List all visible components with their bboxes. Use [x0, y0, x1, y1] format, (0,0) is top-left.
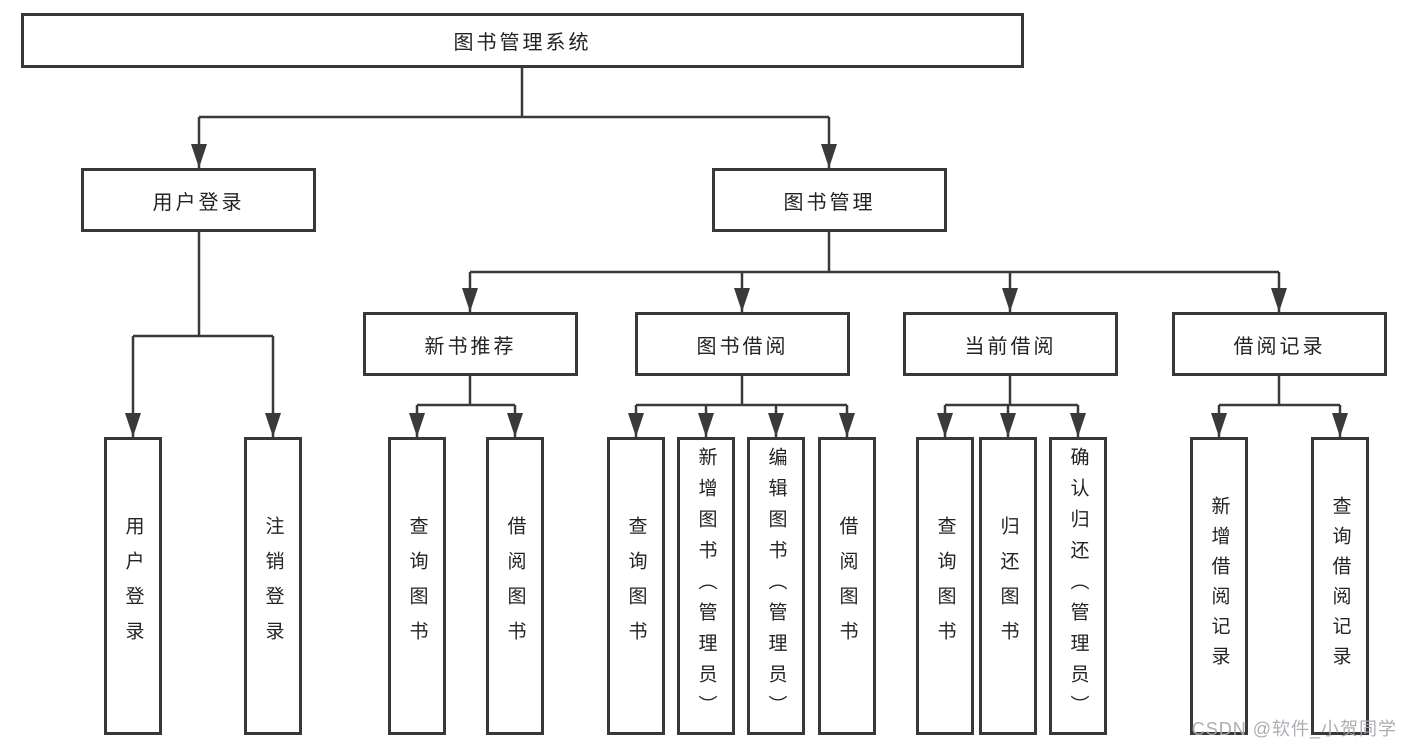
- leaf-logout-label: 注销登录: [262, 516, 284, 656]
- leaf-rec-borrow-book: 借阅图书: [486, 437, 544, 735]
- arrowhead-down-icon: [821, 144, 837, 168]
- node-library-system-label: 图书管理系统: [453, 32, 592, 54]
- leaf-bb-query-book-label: 查询图书: [625, 516, 647, 656]
- node-borrow-records-label: 借阅记录: [1233, 335, 1326, 358]
- arrowhead-down-icon: [1070, 413, 1086, 437]
- leaf-cb-return-book-label: 归还图书: [997, 516, 1019, 656]
- leaf-bb-edit-book-admin: 编辑图书（管理员）: [747, 437, 805, 735]
- leaf-br-add-record-label: 新增借阅记录: [1208, 496, 1230, 676]
- leaf-rec-query-book-label: 查询图书: [406, 516, 428, 656]
- node-borrow-records: 借阅记录: [1172, 312, 1387, 376]
- node-book-borrow: 图书借阅: [635, 312, 850, 376]
- leaf-cb-confirm-return-label: 确认归还（管理员）: [1067, 446, 1089, 726]
- arrowhead-down-icon: [462, 288, 478, 312]
- leaf-cb-confirm-return: 确认归还（管理员）: [1049, 437, 1107, 735]
- arrowhead-down-icon: [698, 413, 714, 437]
- leaf-bb-borrow-book-label: 借阅图书: [836, 516, 858, 656]
- node-book-management: 图书管理: [712, 168, 947, 232]
- leaf-bb-borrow-book: 借阅图书: [818, 437, 876, 735]
- arrowhead-down-icon: [1332, 413, 1348, 437]
- arrowhead-down-icon: [409, 413, 425, 437]
- node-book-borrow-label: 图书借阅: [696, 335, 789, 358]
- leaf-bb-query-book: 查询图书: [607, 437, 665, 735]
- leaf-rec-query-book: 查询图书: [388, 437, 446, 735]
- arrowhead-down-icon: [1002, 288, 1018, 312]
- arrowhead-down-icon: [628, 413, 644, 437]
- csdn-watermark: CSDN @软件_小贺同学: [1191, 719, 1397, 739]
- node-library-system: 图书管理系统: [21, 13, 1024, 68]
- leaf-br-add-record: 新增借阅记录: [1190, 437, 1248, 735]
- leaf-bb-add-book-admin: 新增图书（管理员）: [677, 437, 735, 735]
- leaf-bb-edit-book-admin-label: 编辑图书（管理员）: [765, 446, 787, 726]
- leaf-logout: 注销登录: [244, 437, 302, 735]
- leaf-rec-borrow-book-label: 借阅图书: [504, 516, 526, 656]
- node-user-login-label: 用户登录: [152, 191, 245, 214]
- arrowhead-down-icon: [734, 288, 750, 312]
- leaf-cb-return-book: 归还图书: [979, 437, 1037, 735]
- arrowhead-down-icon: [265, 413, 281, 437]
- arrowhead-down-icon: [125, 413, 141, 437]
- leaf-br-query-record: 查询借阅记录: [1311, 437, 1369, 735]
- leaf-bb-add-book-admin-label: 新增图书（管理员）: [695, 446, 717, 726]
- arrowhead-down-icon: [937, 413, 953, 437]
- arrowhead-down-icon: [1211, 413, 1227, 437]
- node-book-management-label: 图书管理: [783, 191, 876, 214]
- node-current-borrow: 当前借阅: [903, 312, 1118, 376]
- arrowhead-down-icon: [839, 413, 855, 437]
- arrowhead-down-icon: [768, 413, 784, 437]
- leaf-cb-query-book: 查询图书: [916, 437, 974, 735]
- arrowhead-down-icon: [1000, 413, 1016, 437]
- arrowhead-down-icon: [507, 413, 523, 437]
- node-new-book-recommend: 新书推荐: [363, 312, 578, 376]
- node-new-book-recommend-label: 新书推荐: [424, 335, 517, 358]
- node-current-borrow-label: 当前借阅: [964, 335, 1057, 358]
- node-user-login: 用户登录: [81, 168, 316, 232]
- leaf-cb-query-book-label: 查询图书: [934, 516, 956, 656]
- arrowhead-down-icon: [191, 144, 207, 168]
- leaf-user-login: 用户登录: [104, 437, 162, 735]
- leaf-user-login-label: 用户登录: [122, 516, 144, 656]
- leaf-br-query-record-label: 查询借阅记录: [1329, 496, 1351, 676]
- arrowhead-down-icon: [1271, 288, 1287, 312]
